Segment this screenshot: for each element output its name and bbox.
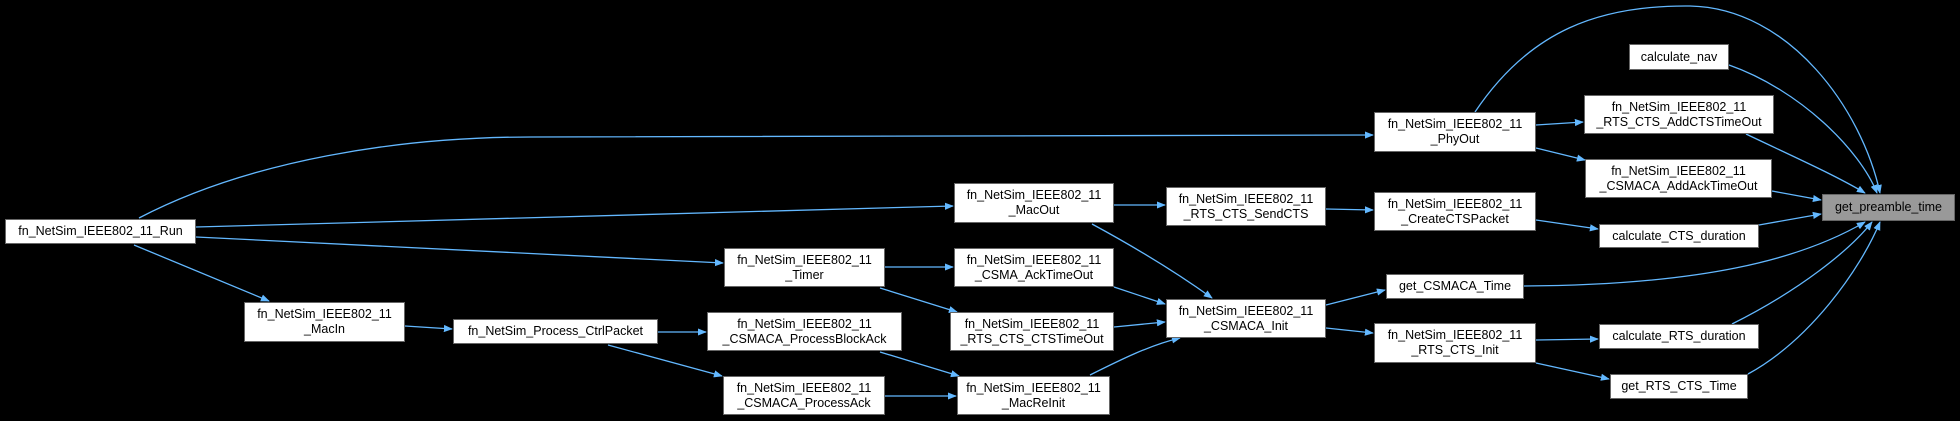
node-label: fn_NetSim_Process_CtrlPacket <box>467 324 644 338</box>
edge-blockack-to-macreinit <box>879 351 960 378</box>
node-ctsdur[interactable]: calculate_CTS_duration <box>1599 224 1759 248</box>
node-label: _CSMACA_ProcessBlockAck <box>722 331 887 346</box>
edge-creatects-to-ctsdur <box>1535 219 1599 232</box>
edge-run-to-macout <box>195 202 954 228</box>
node-label: fn_NetSim_IEEE802_11 <box>737 252 872 267</box>
edge-rtsdur-to-preamble <box>1731 221 1873 325</box>
node-label: fn_NetSim_IEEE802_11 <box>1178 303 1314 318</box>
node-label: fn_NetSim_IEEE802_11 <box>964 316 1100 331</box>
node-label: _RTS_CTS_AddCTSTimeOut <box>1596 114 1762 129</box>
node-label: _CSMACA_AddAckTimeOut <box>1599 178 1758 193</box>
node-label: fn_NetSim_IEEE802_11 <box>737 316 872 331</box>
edge-macin-to-ctrl <box>404 324 453 333</box>
node-csmacatime[interactable]: get_CSMACA_Time <box>1386 274 1524 299</box>
node-nav[interactable]: calculate_nav <box>1629 44 1729 70</box>
node-label: calculate_RTS_duration <box>1612 329 1746 343</box>
edge-rtsinit-to-rtsctstime <box>1535 362 1610 381</box>
node-label: fn_NetSim_IEEE802_11 <box>257 307 392 321</box>
node-label: _RTS_CTS_CTSTimeOut <box>960 331 1104 346</box>
edge-addcts-to-preamble <box>1745 133 1866 194</box>
edge-acktimeout-to-init <box>1113 286 1166 305</box>
edge-ctrl-to-procack <box>607 344 723 378</box>
node-timer[interactable]: fn_NetSim_IEEE802_11_Timer <box>724 248 885 287</box>
edge-macreinit-to-init <box>1089 336 1181 376</box>
node-label: fn_NetSim_IEEE802_11 <box>1611 99 1747 114</box>
node-ctstimeout[interactable]: fn_NetSim_IEEE802_11_RTS_CTS_CTSTimeOut <box>950 312 1114 351</box>
node-acktimeout[interactable]: fn_NetSim_IEEE802_11_CSMA_AckTimeOut <box>954 248 1114 287</box>
node-macin[interactable]: fn_NetSim_IEEE802_11_MacIn <box>244 302 405 342</box>
edge-ctsdur-to-preamble <box>1758 211 1822 226</box>
node-label: _CreateCTSPacket <box>1401 211 1509 226</box>
node-label: _CSMA_AckTimeOut <box>974 267 1094 282</box>
edge-run-to-phyout <box>138 131 1374 219</box>
node-label: fn_NetSim_IEEE802_11 <box>1611 163 1746 178</box>
edge-run-to-macin <box>133 244 270 302</box>
node-macreinit[interactable]: fn_NetSim_IEEE802_11_MacReInit <box>957 376 1110 415</box>
node-addack[interactable]: fn_NetSim_IEEE802_11_CSMACA_AddAckTimeOu… <box>1585 159 1772 198</box>
node-rtsinit[interactable]: fn_NetSim_IEEE802_11_RTS_CTS_Init <box>1374 323 1536 363</box>
node-label: fn_NetSim_IEEE802_11 <box>966 380 1101 395</box>
node-ctrl[interactable]: fn_NetSim_Process_CtrlPacket <box>453 319 658 344</box>
node-phyout[interactable]: fn_NetSim_IEEE802_11_PhyOut <box>1374 112 1536 152</box>
edge-macout-to-init <box>1091 223 1213 299</box>
node-procack[interactable]: fn_NetSim_IEEE802_11_CSMACA_ProcessAck <box>723 376 885 415</box>
node-sendcts[interactable]: fn_NetSim_IEEE802_11_RTS_CTS_SendCTS <box>1166 187 1326 226</box>
edge-ctstimeout-to-init <box>1113 319 1166 328</box>
node-label: _Timer <box>785 267 824 282</box>
node-label: fn_NetSim_IEEE802_11 <box>1387 196 1523 211</box>
edge-addack-to-preamble <box>1771 190 1822 203</box>
node-label: _MacReInit <box>1001 395 1066 410</box>
node-label: calculate_CTS_duration <box>1612 228 1746 243</box>
edge-init-to-rtsinit <box>1325 327 1374 336</box>
node-label: _MacIn <box>304 322 345 336</box>
node-rtsctstime[interactable]: get_RTS_CTS_Time <box>1610 374 1748 399</box>
node-label: get_preamble_time <box>1834 200 1942 214</box>
node-label: fn_NetSim_IEEE802_11 <box>966 252 1102 267</box>
node-label: calculate_nav <box>1640 49 1718 64</box>
node-blockack[interactable]: fn_NetSim_IEEE802_11_CSMACA_ProcessBlock… <box>707 312 902 351</box>
edge-phyout-to-preamble <box>1474 5 1882 194</box>
node-label: _MacOut <box>1008 203 1060 217</box>
edge-phyout-to-addcts <box>1535 118 1584 127</box>
node-label: _CSMACA_Init <box>1203 318 1289 333</box>
edge-init-to-csmacatime <box>1325 288 1386 306</box>
node-run[interactable]: fn_NetSim_IEEE802_11_Run <box>5 219 196 244</box>
node-label: _CSMACA_ProcessAck <box>737 395 871 410</box>
edge-phyout-to-addack <box>1535 147 1586 162</box>
edge-sendcts-to-creatects <box>1325 206 1374 214</box>
node-preamble: get_preamble_time <box>1822 194 1955 221</box>
node-label: fn_NetSim_IEEE802_11 <box>1387 328 1523 342</box>
edge-rtsinit-to-rtsdur <box>1535 335 1599 343</box>
node-init[interactable]: fn_NetSim_IEEE802_11_CSMACA_Init <box>1166 299 1326 338</box>
edge-run-to-timer <box>195 236 724 267</box>
node-label: fn_NetSim_IEEE802_11 <box>1178 191 1314 206</box>
node-label: fn_NetSim_IEEE802_11 <box>736 380 872 395</box>
node-label: fn_NetSim_IEEE802_11 <box>966 188 1102 202</box>
edge-csmacatime-to-preamble <box>1523 221 1866 287</box>
node-rtsdur[interactable]: calculate_RTS_duration <box>1599 324 1759 349</box>
node-label: _PhyOut <box>1430 132 1480 146</box>
node-macout[interactable]: fn_NetSim_IEEE802_11_MacOut <box>954 183 1114 223</box>
node-label: get_CSMACA_Time <box>1398 279 1512 293</box>
node-label: fn_NetSim_IEEE802_11 <box>1387 117 1523 131</box>
node-label: get_RTS_CTS_Time <box>1621 379 1737 393</box>
edge-nav-to-preamble <box>1728 64 1878 194</box>
node-addcts[interactable]: fn_NetSim_IEEE802_11_RTS_CTS_AddCTSTimeO… <box>1584 95 1774 134</box>
node-label: fn_NetSim_IEEE802_11_Run <box>18 224 183 238</box>
edge-rtsctstime-to-preamble <box>1747 221 1881 375</box>
node-label: _RTS_CTS_SendCTS <box>1183 206 1309 221</box>
node-label: _RTS_CTS_Init <box>1411 343 1499 357</box>
edge-timer-to-ctstimeout <box>879 287 958 314</box>
node-creatects[interactable]: fn_NetSim_IEEE802_11_CreateCTSPacket <box>1374 192 1536 231</box>
